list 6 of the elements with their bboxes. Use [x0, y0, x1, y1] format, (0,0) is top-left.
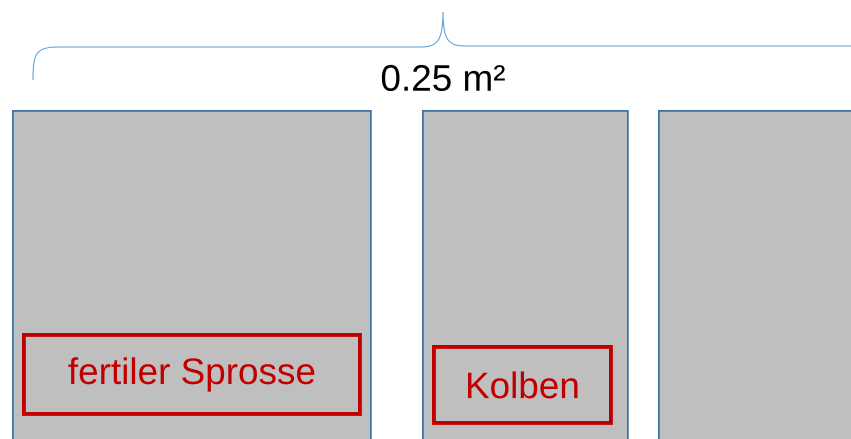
plant-block	[12, 110, 372, 439]
label-box: fertiler Sprosse	[22, 332, 362, 416]
plant-block	[658, 110, 851, 439]
plant-block	[422, 110, 629, 439]
label-box: Kolben	[432, 344, 613, 425]
dimension-label: 0.25 m²	[382, 64, 505, 92]
